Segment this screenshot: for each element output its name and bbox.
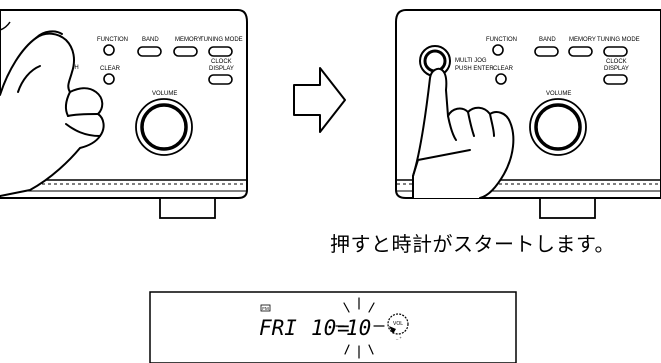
label-volume: VOLUME — [546, 91, 571, 97]
label-memory: MEMORY — [569, 37, 596, 43]
clock-display-button[interactable] — [208, 74, 233, 85]
label-function: FUNCTION — [97, 37, 128, 43]
volume-indicator-icon: VOL _ + — [387, 313, 409, 340]
foot — [539, 197, 596, 219]
hand-turning-knob — [0, 30, 105, 197]
label-clock: CLOCK — [606, 59, 627, 65]
hand-pressing-knob — [412, 67, 515, 199]
right-arrow-icon — [293, 67, 346, 133]
left-receiver-panel: FUNCTION BAND MEMORY TUNING MODE CLOCK D… — [0, 9, 248, 219]
lcd-display: FM FRI 10 = 10 VOL _ + — [149, 291, 517, 363]
label-push-enter: PUSH ENTER — [455, 66, 494, 72]
function-button[interactable] — [492, 44, 504, 56]
blink-rays-icon — [335, 297, 385, 359]
label-display: DISPLAY — [209, 66, 234, 72]
label-display: DISPLAY — [604, 66, 629, 72]
right-receiver-panel: FUNCTION BAND MEMORY TUNING MODE CLOCK D… — [395, 9, 661, 219]
label-volume: VOLUME — [152, 91, 177, 97]
band-button[interactable] — [534, 46, 559, 57]
memory-button[interactable] — [568, 46, 593, 57]
band-button[interactable] — [137, 46, 162, 57]
svg-text:_ +: _ + — [395, 335, 402, 340]
caption: 押すと時計がスタートします。 — [330, 232, 615, 256]
tuning-mode-button[interactable] — [208, 46, 233, 57]
memory-button[interactable] — [173, 46, 198, 57]
clock-display-button[interactable] — [603, 74, 628, 85]
vol-label: VOL — [393, 321, 403, 327]
foot — [159, 197, 216, 219]
minutes-readout: 10 — [346, 316, 371, 340]
hour-readout: 10 — [311, 316, 336, 340]
day-readout: FRI — [259, 316, 297, 340]
label-tuning-mode: TUNING MODE — [200, 37, 243, 43]
label-memory: MEMORY — [175, 37, 202, 43]
clear-button[interactable] — [495, 73, 507, 85]
label-band: BAND — [539, 37, 556, 43]
label-function: FUNCTION — [486, 37, 517, 43]
label-clock: CLOCK — [211, 59, 232, 65]
fm-indicator-text: FM — [262, 306, 269, 311]
time-separator: = — [337, 316, 350, 340]
clear-button[interactable] — [103, 73, 115, 85]
function-button[interactable] — [103, 44, 115, 56]
label-band: BAND — [142, 37, 159, 43]
label-multi-jog: MULTI JOG — [455, 58, 487, 64]
tuning-mode-button[interactable] — [603, 46, 628, 57]
label-clear: CLEAR — [100, 66, 121, 72]
label-clear: CLEAR — [493, 66, 514, 72]
label-tuning-mode: TUNING MODE — [597, 37, 640, 43]
fm-indicator — [260, 304, 271, 312]
